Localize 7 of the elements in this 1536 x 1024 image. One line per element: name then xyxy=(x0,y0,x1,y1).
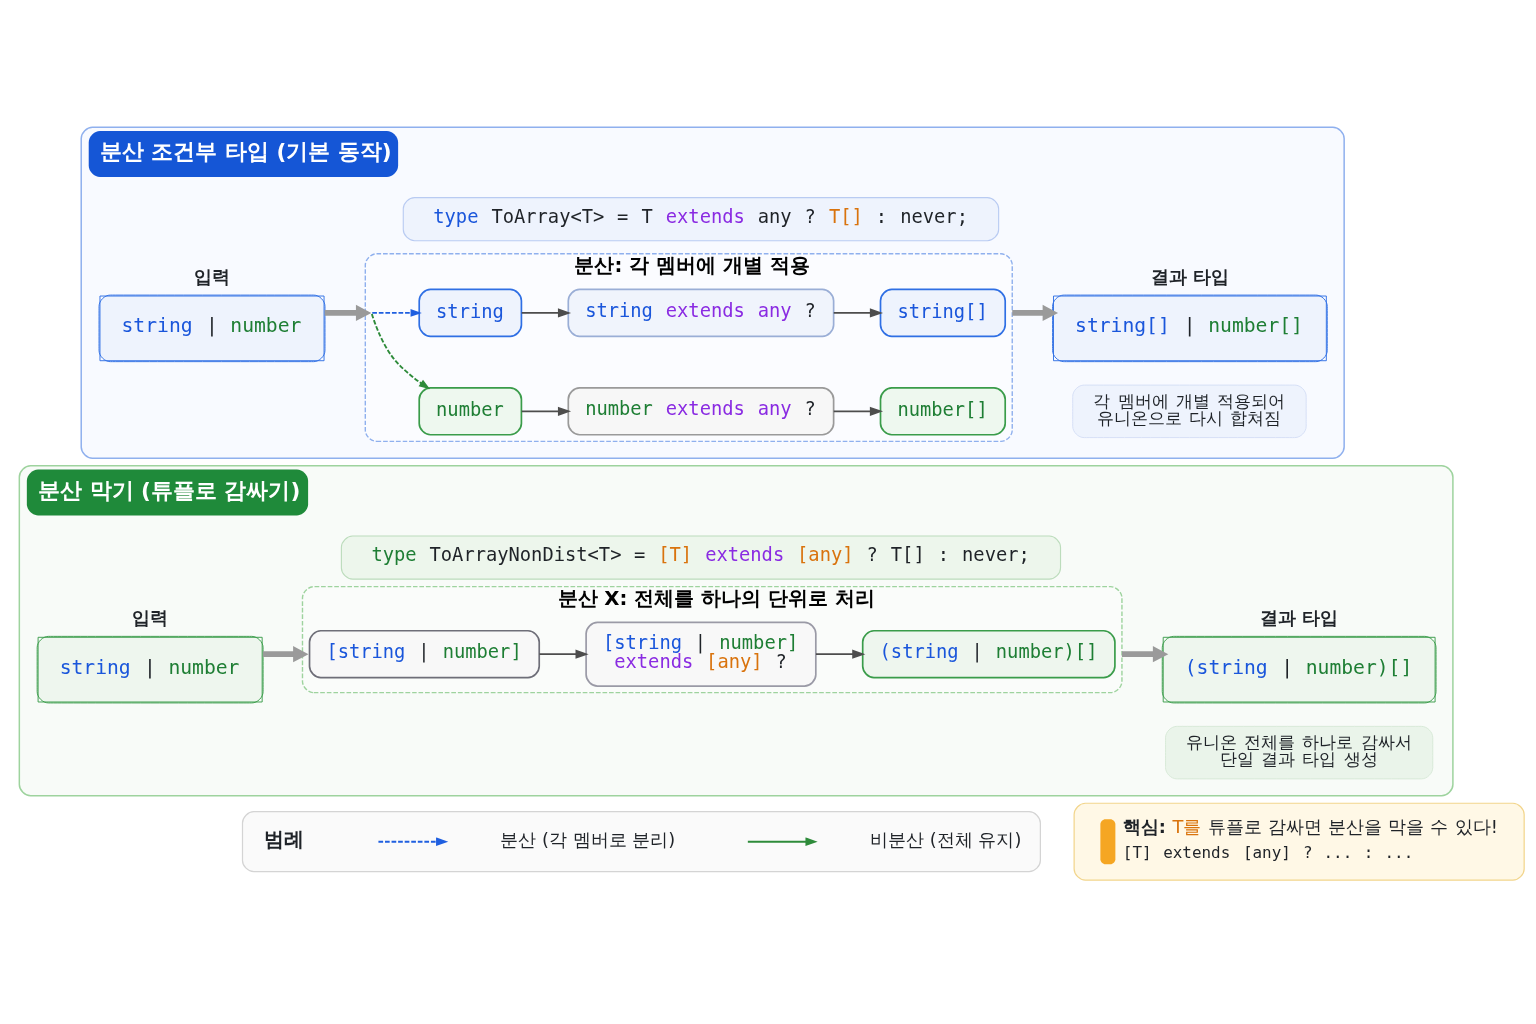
node-label: 입력 xyxy=(132,607,169,629)
node-label: 결과 타입 xyxy=(1151,266,1230,288)
label: 범례 xyxy=(263,827,304,851)
node-label: 입력 xyxy=(194,266,231,288)
legend-label: 비분산 (전체 유지) xyxy=(870,829,1022,851)
legend-label: 분산 (각 멤버로 분리) xyxy=(500,829,676,851)
node-label: 결과 타입 xyxy=(1260,607,1339,629)
